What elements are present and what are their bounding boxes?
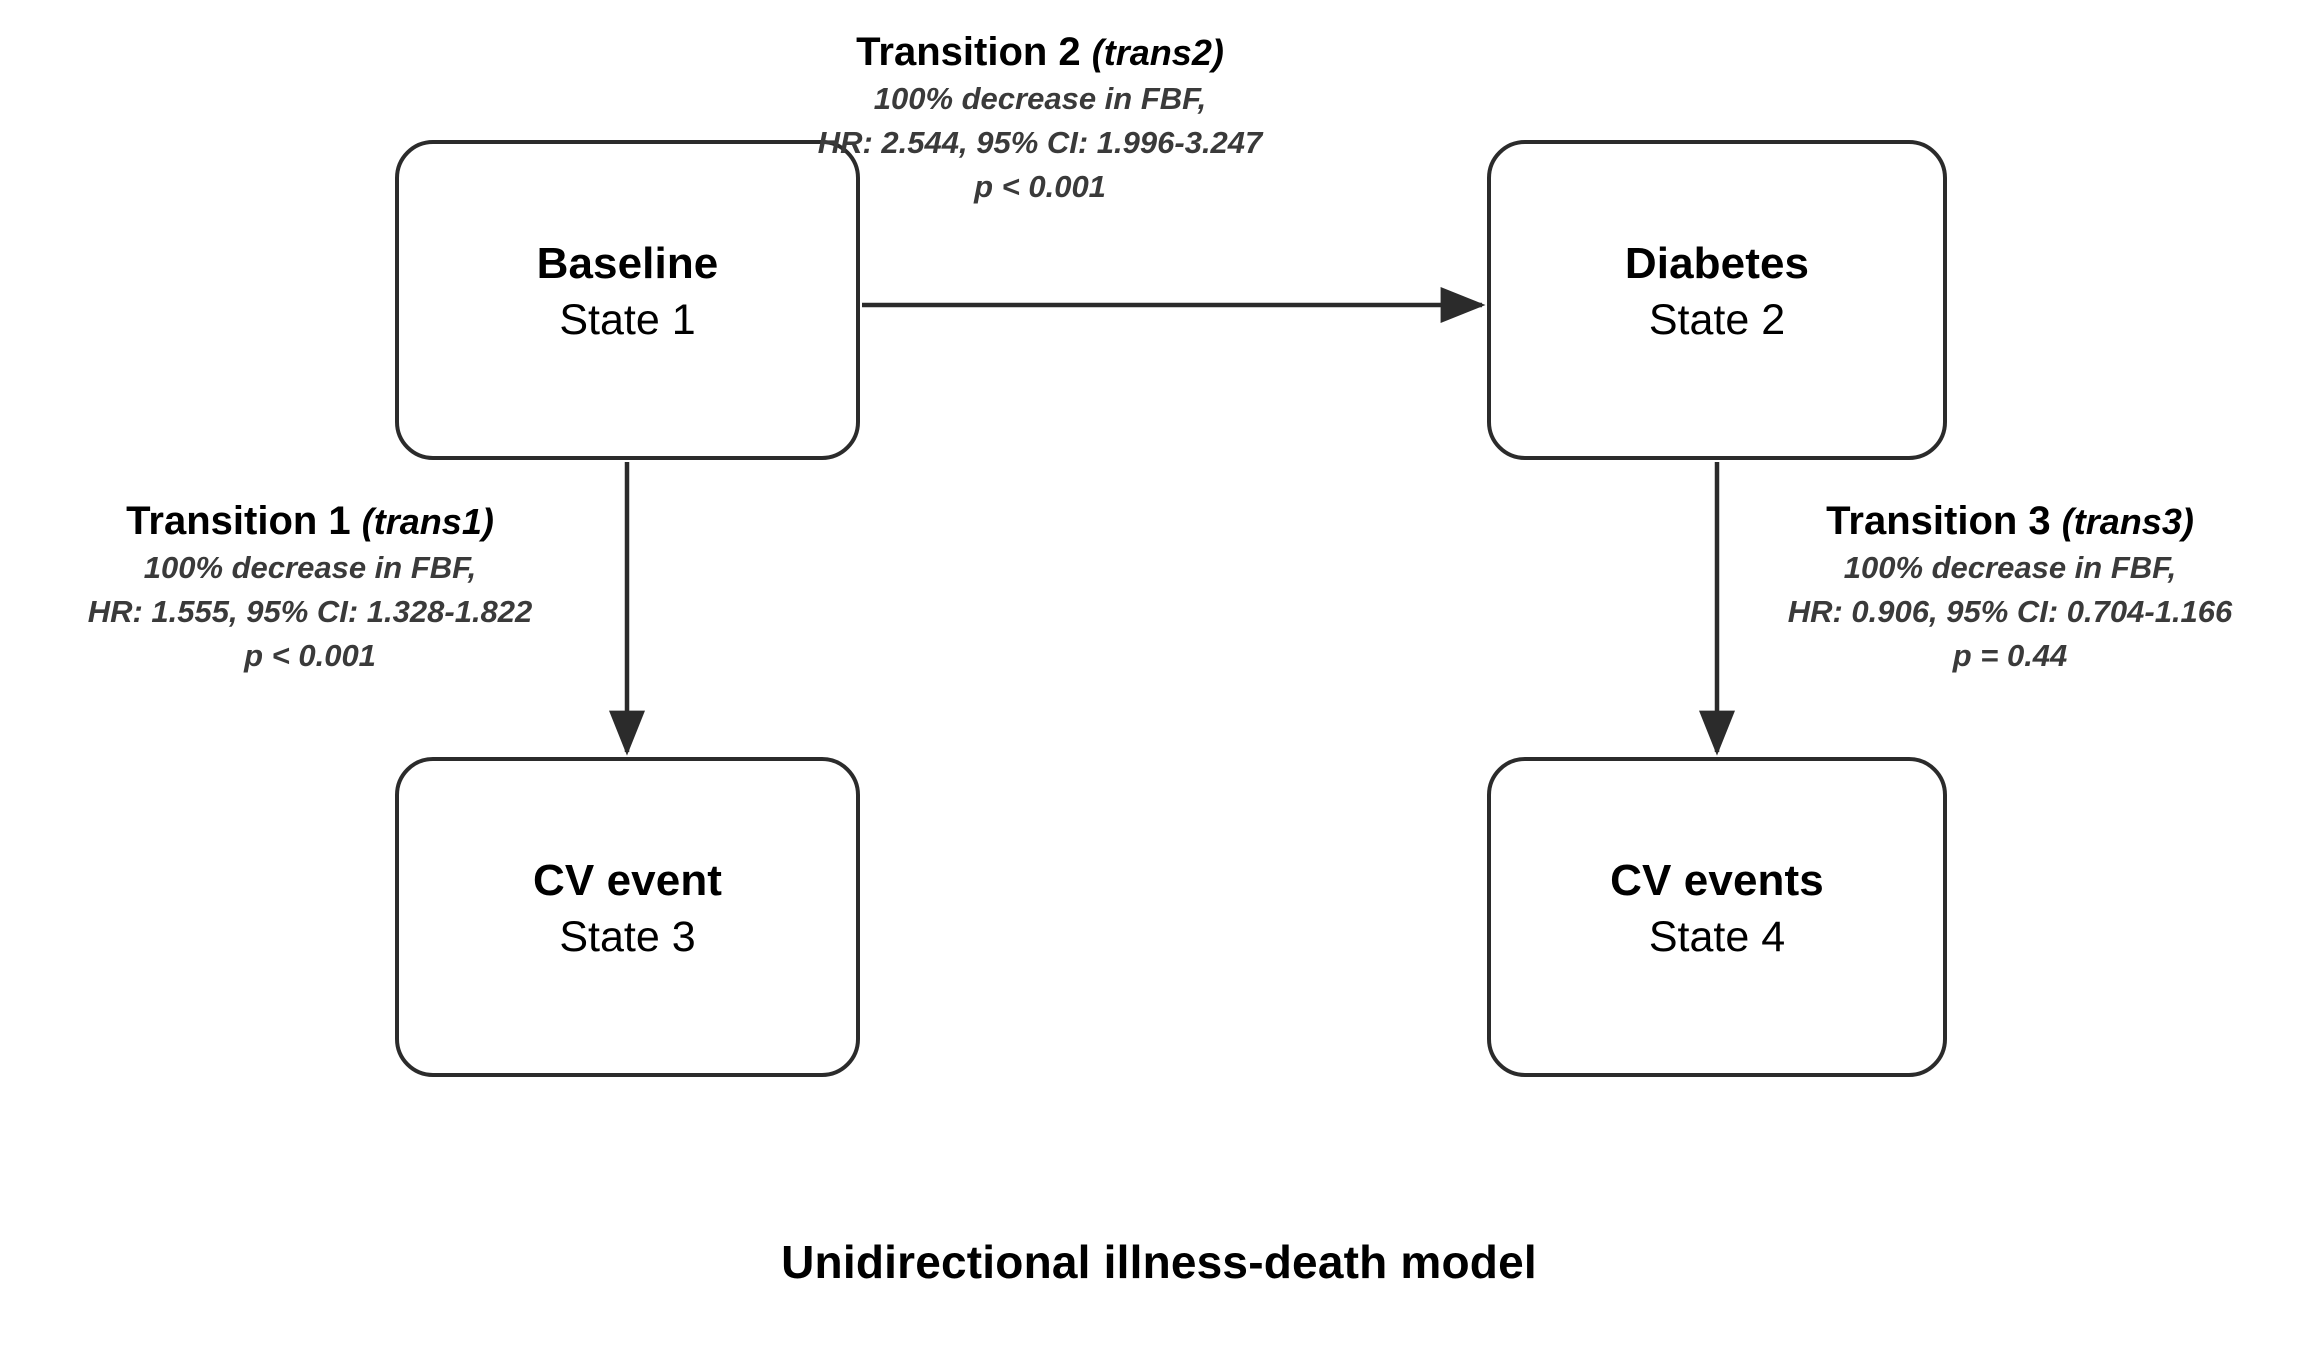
transition-title: Transition 2 (trans2)	[640, 28, 1440, 77]
transition-effect: HR: 1.555, 95% CI: 1.328-1.822	[87, 593, 533, 629]
transition-exposure: 100% decrease in FBF,	[1843, 549, 2177, 585]
state-id: State 2	[1648, 295, 1786, 344]
figure-caption: Unidirectional illness-death model	[781, 1236, 1537, 1288]
transition-title-text: Transition 1	[126, 499, 351, 543]
state-name: CV events	[1610, 856, 1824, 906]
state-id: State 1	[559, 295, 696, 344]
state-text-stack: CV event State 3	[533, 853, 722, 964]
transition-exposure: 100% decrease in FBF,	[143, 549, 477, 585]
transition-label-trans1: Transition 1 (trans1) 100% decrease in F…	[10, 497, 610, 678]
state-text-stack: Baseline State 1	[537, 236, 719, 347]
state-id: State 4	[1648, 912, 1786, 961]
state-text-stack: Diabetes State 2	[1625, 236, 1809, 347]
transition-pvalue: p < 0.001	[244, 637, 376, 673]
transition-exposure: 100% decrease in FBF,	[873, 80, 1207, 116]
transition-label-trans2: Transition 2 (trans2) 100% decrease in F…	[640, 28, 1440, 209]
transition-effect: HR: 0.906, 95% CI: 0.704-1.166	[1787, 593, 2233, 629]
transition-effect: HR: 2.544, 95% CI: 1.996-3.247	[817, 124, 1263, 160]
transition-code: (trans3)	[2061, 501, 2194, 542]
state-box-baseline[interactable]: Baseline State 1	[395, 140, 860, 460]
transition-pvalue: p < 0.001	[974, 168, 1106, 204]
state-name: Diabetes	[1624, 239, 1810, 289]
state-name: Baseline	[536, 239, 719, 289]
transition-title: Transition 3 (trans3)	[1700, 497, 2318, 546]
transition-code: (trans2)	[1091, 32, 1224, 73]
transition-pvalue: p = 0.44	[1952, 637, 2068, 673]
transition-title: Transition 1 (trans1)	[10, 497, 610, 546]
state-text-stack: CV events State 4	[1610, 853, 1824, 964]
state-box-diabetes[interactable]: Diabetes State 2	[1487, 140, 1947, 460]
transition-title-text: Transition 2	[856, 30, 1081, 74]
state-id: State 3	[559, 912, 696, 961]
state-name: CV event	[532, 856, 723, 906]
state-box-cv-events-4[interactable]: CV events State 4	[1487, 757, 1947, 1077]
transition-label-trans3: Transition 3 (trans3) 100% decrease in F…	[1700, 497, 2318, 678]
transition-title-text: Transition 3	[1826, 499, 2051, 543]
transition-code: (trans1)	[361, 501, 494, 542]
state-box-cv-event-3[interactable]: CV event State 3	[395, 757, 860, 1077]
